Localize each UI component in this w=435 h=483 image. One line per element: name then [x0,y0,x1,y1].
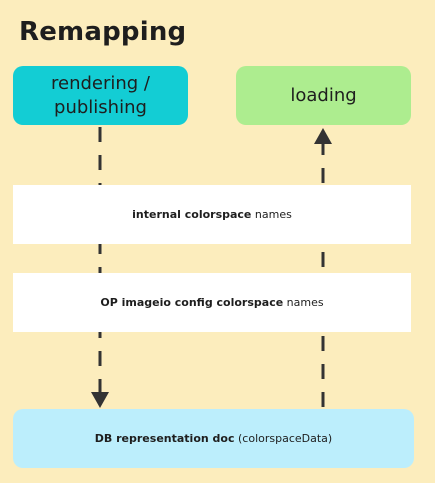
internal-colorspace-bold: internal colorspace [132,208,252,221]
internal-colorspace-band: internal colorspace names [13,185,411,244]
rendering-publishing-node: rendering / publishing [13,66,188,125]
publishing-label: publishing [54,96,147,118]
loading-label: loading [290,85,357,106]
loading-node: loading [236,66,411,125]
op-imageio-band: OP imageio config colorspace names [13,273,411,332]
op-imageio-bold: OP imageio config colorspace [100,296,284,309]
db-representation-node: DB representation doc (colorspaceData) [13,409,414,468]
db-representation-rest: (colorspaceData) [234,432,333,445]
internal-colorspace-rest: names [251,208,292,221]
arrowhead-up-icon [314,128,332,144]
db-representation-bold: DB representation doc [94,432,235,445]
rendering-label: rendering / [50,73,150,95]
arrowhead-down-icon [91,392,109,408]
op-imageio-rest: names [283,296,324,309]
diagram-title: Remapping [19,17,187,47]
